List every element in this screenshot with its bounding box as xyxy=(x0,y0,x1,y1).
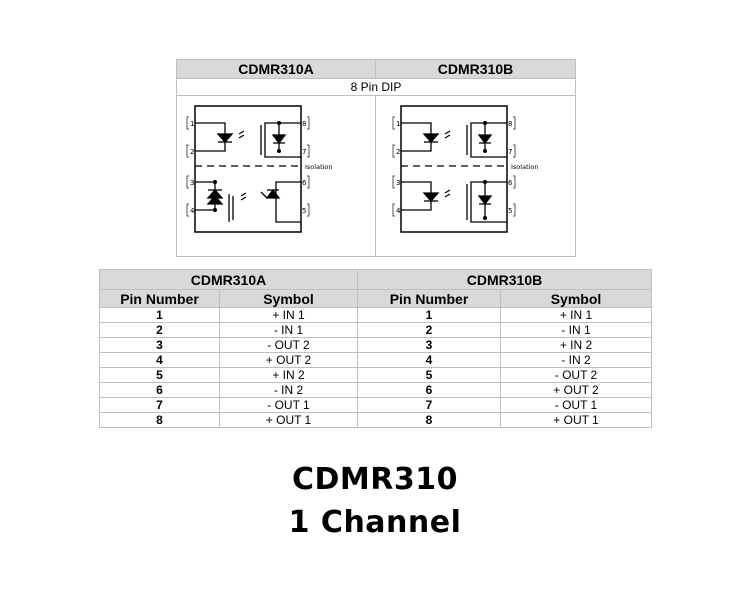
symbol-a: + IN 1 xyxy=(219,307,358,323)
col-symbol-a: Symbol xyxy=(219,289,358,308)
pin-number-a: 1 xyxy=(99,307,220,323)
pin-label: 4 xyxy=(396,207,401,215)
pin-number-b: 5 xyxy=(357,367,501,383)
pin-label: 2 xyxy=(190,148,194,156)
pin-label: 5 xyxy=(302,207,306,215)
group-a-header: CDMR310A xyxy=(99,269,358,290)
schematic-b-cell: 1 2 3 4 8 7 6 5 Isolation xyxy=(375,95,576,257)
symbol-b: - OUT 2 xyxy=(500,367,652,383)
pin-number-a: 2 xyxy=(99,322,220,338)
pin-number-a: 5 xyxy=(99,367,220,383)
schematic-a: 1 2 3 4 8 7 6 5 Isolation xyxy=(186,105,333,233)
pin-label: 2 xyxy=(396,148,400,156)
pin-table: CDMR310A CDMR310B Pin Number Symbol Pin … xyxy=(99,269,652,428)
symbol-a: - OUT 2 xyxy=(219,337,358,353)
pin-label: 8 xyxy=(302,120,306,128)
symbol-b: - OUT 1 xyxy=(500,397,652,413)
isolation-label: Isolation xyxy=(511,163,539,171)
symbol-a: + IN 2 xyxy=(219,367,358,383)
symbol-a: + OUT 2 xyxy=(219,352,358,368)
schematic-b: 1 2 3 4 8 7 6 5 Isolation xyxy=(392,105,539,233)
pin-number-b: 3 xyxy=(357,337,501,353)
pin-number-a: 4 xyxy=(99,352,220,368)
pin-label: 6 xyxy=(302,179,307,187)
pin-number-b: 6 xyxy=(357,382,501,398)
pin-number-a: 6 xyxy=(99,382,220,398)
col-pin-number-b: Pin Number xyxy=(357,289,501,308)
symbol-a: - IN 1 xyxy=(219,322,358,338)
pin-number-a: 7 xyxy=(99,397,220,413)
pin-label: 3 xyxy=(190,179,194,187)
pin-label: 4 xyxy=(190,207,195,215)
symbol-b: + IN 1 xyxy=(500,307,652,323)
symbol-a: - IN 2 xyxy=(219,382,358,398)
pin-label: 6 xyxy=(508,179,513,187)
col-pin-number-a: Pin Number xyxy=(99,289,220,308)
pin-number-a: 3 xyxy=(99,337,220,353)
pin-number-b: 4 xyxy=(357,352,501,368)
pin-label: 5 xyxy=(508,207,512,215)
title-line-2: 1 Channel xyxy=(288,505,462,540)
col-symbol-b: Symbol xyxy=(500,289,652,308)
symbol-a: - OUT 1 xyxy=(219,397,358,413)
symbol-a: + OUT 1 xyxy=(219,412,358,428)
pin-label: 3 xyxy=(396,179,400,187)
part-a-header: CDMR310A xyxy=(176,59,376,79)
package-type: 8 Pin DIP xyxy=(176,78,576,96)
title-line-1: CDMR310 xyxy=(292,462,458,497)
symbol-b: + OUT 1 xyxy=(500,412,652,428)
pin-label: 1 xyxy=(190,120,194,128)
pin-label: 7 xyxy=(508,148,512,156)
pin-number-a: 8 xyxy=(99,412,220,428)
pin-label: 7 xyxy=(302,148,306,156)
package-table: CDMR310A CDMR310B 8 Pin DIP 1 2 xyxy=(176,59,576,257)
pin-number-b: 2 xyxy=(357,322,501,338)
isolation-label: Isolation xyxy=(305,163,333,171)
pin-number-b: 8 xyxy=(357,412,501,428)
symbol-b: - IN 1 xyxy=(500,322,652,338)
pin-label: 1 xyxy=(396,120,400,128)
pin-number-b: 7 xyxy=(357,397,501,413)
group-b-header: CDMR310B xyxy=(357,269,652,290)
pin-label: 8 xyxy=(508,120,512,128)
part-b-header: CDMR310B xyxy=(375,59,576,79)
pin-number-b: 1 xyxy=(357,307,501,323)
symbol-b: + OUT 2 xyxy=(500,382,652,398)
symbol-b: + IN 2 xyxy=(500,337,652,353)
schematic-a-cell: 1 2 3 4 8 7 6 5 Isolation xyxy=(176,95,376,257)
symbol-b: - IN 2 xyxy=(500,352,652,368)
